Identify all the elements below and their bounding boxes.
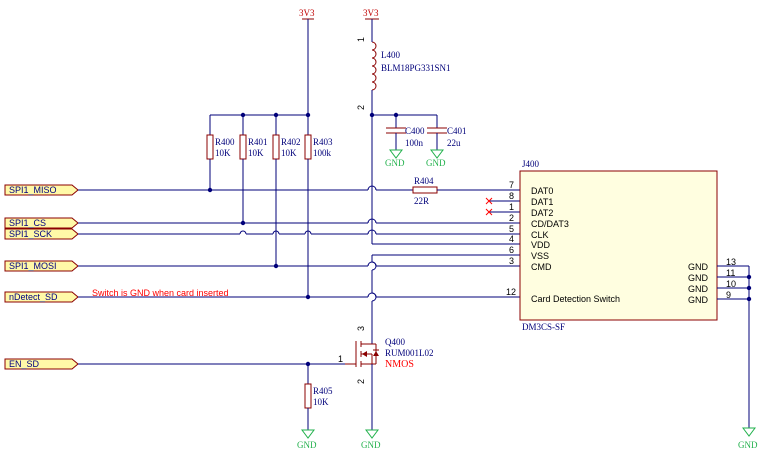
r400-value: 10K [215,148,231,158]
l400-value: BLM18PG331SN1 [381,63,451,73]
j400-pin-num-7: 7 [509,180,514,190]
r401-value: 10K [248,148,264,158]
r403-ref: R403 [313,137,333,147]
c401-ref: C401 [447,126,467,136]
gnd-label-r405: GND [297,440,317,450]
j400-part: DM3CS-SF [522,322,565,332]
c400-gnd-label: GND [385,158,405,168]
q400-pin-gate: 1 [338,354,343,364]
j400-pin-name-dat0: DAT0 [531,186,553,196]
l400-pin2: 2 [356,105,366,110]
capacitor-c400: GND C400 100n [385,115,425,168]
j400-gnd-name-10: GND [688,284,709,294]
q400-part: RUM001L02 [385,348,434,358]
j400-gnd-num-11: 11 [726,268,735,278]
j400-gnd-num-13: 13 [726,257,736,267]
j400-pin-name-dat1: DAT1 [531,197,553,207]
port-spi1-miso: SPI1_MISO [4,184,79,196]
j400-pin-num-4: 4 [509,234,514,244]
r404-value: 22R [414,196,429,206]
power-3v3-left: 3V3 [299,8,315,115]
gnd-symbol-right: GND [738,427,758,450]
r402-value: 10K [281,148,297,158]
j400-gnd-name-9: GND [688,295,709,305]
j400-ref: J400 [522,159,540,169]
j400-pin-name-card-detect: Card Detection Switch [531,294,620,304]
gnd-label-right: GND [738,440,758,450]
r403-value: 100k [313,148,332,158]
j400-pin-name-dat2: DAT2 [531,208,553,218]
gnd-symbol-r405: GND [297,429,317,450]
j400-gnd-name-11: GND [688,273,709,283]
no-connect-dat2 [485,208,493,216]
c400-value: 100n [405,138,424,148]
port-label-cs: SPI1_CS [9,218,46,228]
r401-ref: R401 [248,137,268,147]
gnd-label-q400: GND [361,440,381,450]
c401-gnd-label: GND [426,158,446,168]
r402-ref: R402 [281,137,301,147]
r405-ref: R405 [313,386,333,396]
power-label-3v3-right: 3V3 [363,8,379,18]
r404-ref: R404 [414,176,434,186]
j400-pin-name-vdd: VDD [531,240,551,250]
resistor-r403: R403 100k [304,115,333,297]
resistor-r400: R400 10K [206,115,235,190]
port-label-miso: SPI1_MISO [9,185,57,195]
no-connect-dat1 [485,197,493,205]
port-label-sck: SPI1_SCK [9,229,52,239]
mosfet-q400: 3 1 2 Q400 RUM001L02 NMOS [338,326,434,384]
power-3v3-right: 3V3 [363,8,379,33]
j400-pin-num-5: 5 [509,224,514,234]
port-ndetect-sd: nDetect_SD [4,291,79,303]
j400-pin-name-clk: CLK [531,230,549,240]
power-label-3v3-left: 3V3 [299,8,315,18]
q400-pin-drain: 3 [356,326,366,331]
port-label-mosi: SPI1_MOSI [9,261,57,271]
l400-ref: L400 [381,50,400,60]
j400-pin-name-vss: VSS [531,251,549,261]
j400-pin-num-3: 3 [509,256,514,266]
c400-ref: C400 [405,126,425,136]
j400-gnd-name-13: GND [688,262,709,272]
switch-note: Switch is GND when card inserted [92,288,229,298]
q400-type: NMOS [385,359,414,370]
j400-pin-num-12: 12 [506,287,516,297]
r405-value: 10K [313,397,329,407]
resistor-r401: R401 10K [239,115,268,223]
resistor-r405: R405 10K [304,364,333,430]
port-label-ndetect: nDetect_SD [9,292,58,302]
inductor-l400: 1 2 L400 BLM18PG331SN1 [356,33,451,115]
j400-pin-name-cd-dat3: CD/DAT3 [531,219,569,229]
connector-j400: J400 DM3CS-SF 7 8 1 2 5 4 6 3 12 DAT0 DA… [506,159,736,332]
q400-ref: Q400 [385,337,405,347]
c401-value: 22u [447,138,461,148]
resistor-r404: R404 22R [412,176,438,206]
j400-pin-num-1: 1 [509,202,514,212]
port-spi1-sck: SPI1_SCK [4,228,79,240]
j400-pin-name-cmd: CMD [531,262,552,272]
j400-gnd-num-10: 10 [726,279,736,289]
l400-pin1: 1 [356,37,366,42]
port-en-sd: EN_SD [4,358,79,370]
resistor-r402: R402 10K [272,115,301,266]
r400-ref: R400 [215,137,235,147]
j400-pin-num-6: 6 [509,245,514,255]
port-label-en: EN_SD [9,359,40,369]
j400-gnd-num-9: 9 [726,290,731,300]
port-spi1-mosi: SPI1_MOSI [4,260,79,272]
capacitor-c401: GND C401 22u [426,115,467,168]
port-spi1-cs: SPI1_CS [4,217,79,229]
j400-pin-num-2: 2 [509,213,514,223]
q400-pin-source: 2 [356,379,366,384]
gnd-symbol-q400: GND [361,429,381,450]
j400-pin-num-8: 8 [509,191,514,201]
